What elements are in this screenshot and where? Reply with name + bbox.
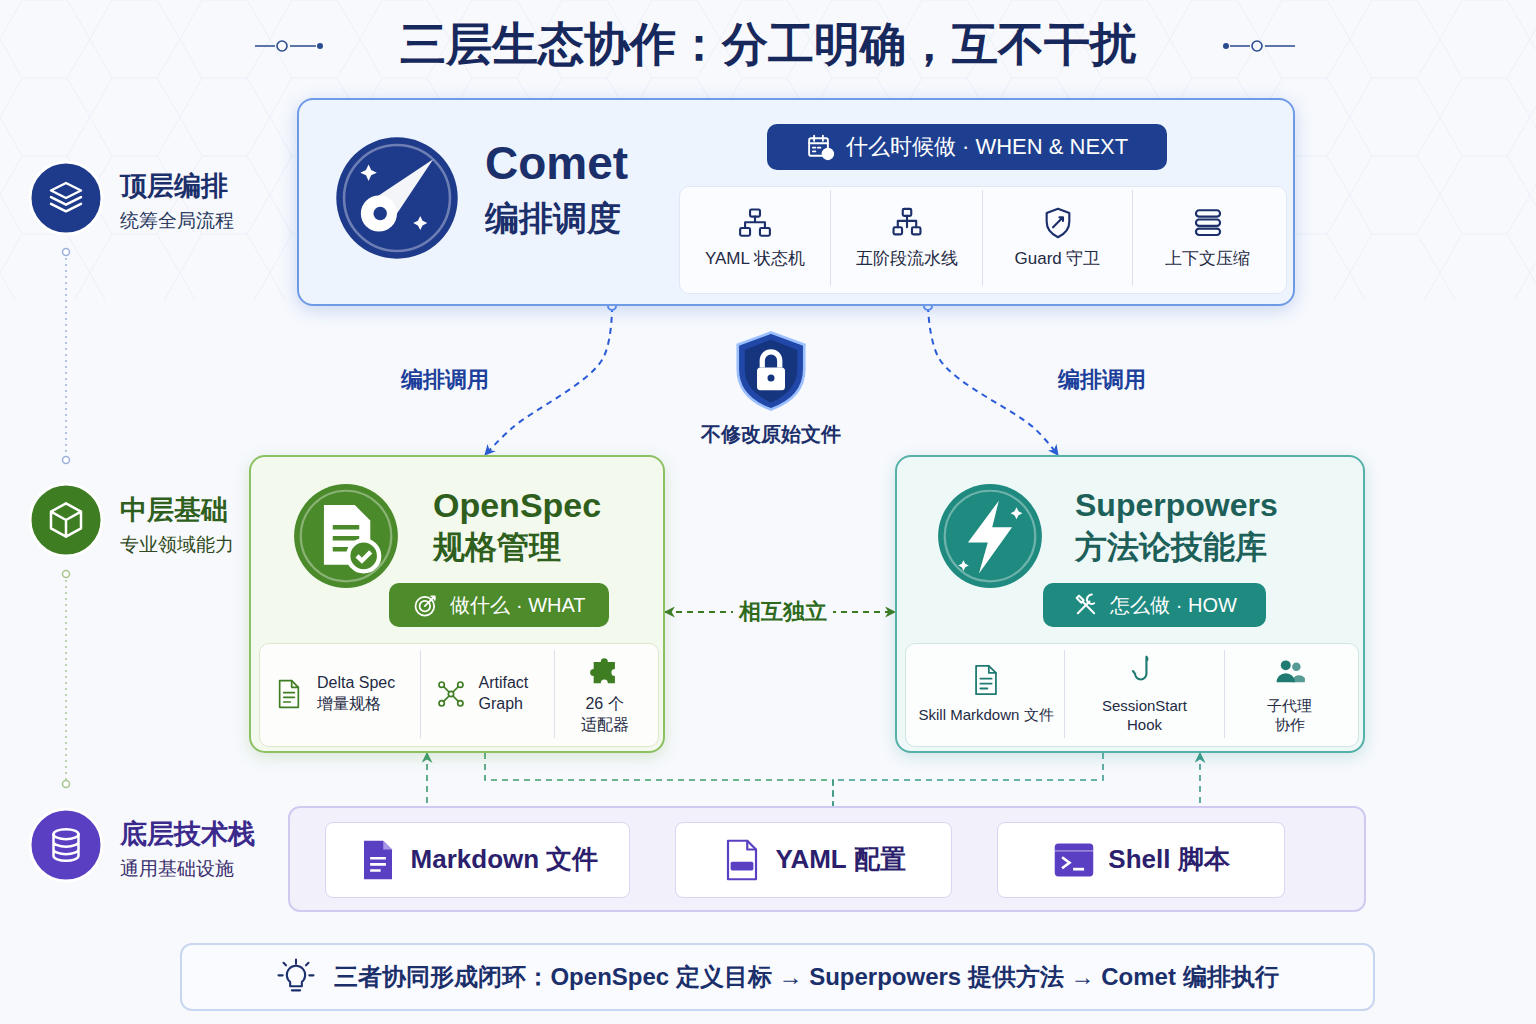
- node-icon: [588, 652, 622, 686]
- node-icon: [729, 329, 813, 413]
- feature-item: 上下文压缩: [1132, 190, 1282, 286]
- node-label: 不修改原始文件: [701, 421, 841, 447]
- puzzle-icon: [588, 652, 622, 686]
- what-pill: 做什么 · WHAT: [389, 583, 609, 627]
- edge-label: 编排调用: [1052, 365, 1152, 395]
- layer-subtitle: 通用基础设施: [120, 856, 234, 882]
- doc-icon: [273, 678, 305, 710]
- bolt-icon: [937, 483, 1043, 589]
- feature-item: Delta Spec 增量规格: [262, 650, 420, 738]
- layer-title: 顶层编排: [120, 168, 228, 204]
- node-label: Delta Spec 增量规格: [317, 673, 409, 715]
- node-label: Shell 脚本: [1108, 843, 1229, 877]
- how-pill: 怎么做 · HOW: [1043, 583, 1266, 627]
- node-label: YAML 配置: [775, 843, 905, 877]
- panel-subtitle: 编排调度: [485, 196, 621, 240]
- node-icon: [890, 206, 924, 240]
- spec-panel: OpenSpec规格管理做什么 · WHAT Delta Spec 增量规格 Art…: [249, 455, 665, 753]
- tech-box: Markdown 文件: [325, 822, 630, 898]
- feature-item: Guard 守卫: [982, 190, 1132, 286]
- bulb-icon: [276, 957, 316, 997]
- layer-subtitle: 统筹全局流程: [120, 208, 234, 234]
- skills-panel: Superpowers方法论技能库怎么做 · HOW Skill Markdown…: [895, 455, 1365, 753]
- doc-icon: [969, 663, 1003, 697]
- node-icon: [412, 591, 440, 619]
- node-icon: [273, 678, 305, 710]
- node-icon: [1072, 591, 1100, 619]
- node-icon: [293, 483, 399, 589]
- tech-box: Shell 脚本: [997, 822, 1285, 898]
- panel-title: OpenSpec: [433, 483, 601, 527]
- layer-title: 中层基础: [120, 492, 228, 528]
- node-icon: [1191, 206, 1225, 240]
- node-label: Skill Markdown 文件: [918, 705, 1053, 725]
- feature-item: YAML 状态机: [680, 190, 830, 286]
- mdfile-icon: [357, 839, 399, 881]
- node-label: Guard 守卫: [1015, 248, 1101, 270]
- feature-item: 子代理 协作: [1224, 650, 1354, 738]
- node-label: 五阶段流水线: [856, 248, 958, 270]
- stack-icon: [1191, 206, 1225, 240]
- feature-band: [679, 186, 1287, 294]
- node-label: 怎么做 · HOW: [1110, 592, 1237, 618]
- node-icon: [969, 663, 1003, 697]
- orchestrator-panel: Comet编排调度 什么时候做 · WHEN & NEXT YAML 状态机 五阶段流…: [297, 98, 1295, 306]
- tech-box: YAML 配置: [675, 822, 952, 898]
- node-icon: [1041, 206, 1075, 240]
- diagram-title: 三层生态协作：分工明确，互不干扰: [0, 14, 1536, 76]
- node-icon: [435, 678, 467, 710]
- flow-icon: [738, 206, 772, 240]
- node-label: Artifact Graph: [479, 673, 541, 715]
- doccheck-icon: [293, 483, 399, 589]
- when-pill: 什么时候做 · WHEN & NEXT: [767, 124, 1167, 170]
- calendar-icon: [806, 132, 836, 162]
- node-icon: [721, 839, 763, 881]
- node-label: 什么时候做 · WHEN & NEXT: [846, 133, 1128, 162]
- hook-icon: [1128, 654, 1162, 688]
- edge-label: 编排调用: [395, 365, 495, 395]
- guard-badge: 不修改原始文件: [676, 326, 866, 450]
- node-icon: [806, 132, 836, 162]
- caption-box: 三者协同形成闭环：OpenSpec 定义目标 → Superpowers 提供方…: [180, 943, 1375, 1011]
- node-label: 子代理 协作: [1264, 696, 1316, 735]
- node-icon: [1273, 654, 1307, 688]
- layer-subtitle: 专业领域能力: [120, 532, 234, 558]
- connector: [485, 306, 612, 455]
- caption-text: 三者协同形成闭环：OpenSpec 定义目标 → Superpowers 提供方…: [334, 961, 1278, 993]
- node-icon: [1052, 838, 1096, 882]
- feature-item: Artifact Graph: [420, 650, 554, 738]
- node-label: SessionStart Hook: [1090, 696, 1200, 735]
- comet-icon: [335, 136, 459, 260]
- panel-subtitle: 规格管理: [433, 527, 561, 569]
- node-label: 做什么 · WHAT: [450, 592, 585, 618]
- node-icon: [357, 839, 399, 881]
- panel-title: Superpowers: [1075, 485, 1278, 527]
- node-icon: [1128, 654, 1162, 688]
- node-icon: [335, 136, 459, 260]
- tools-icon: [1072, 591, 1100, 619]
- edge-label: 相互独立: [733, 597, 833, 627]
- node-icon: [738, 206, 772, 240]
- connector: [928, 306, 1058, 455]
- node-label: Markdown 文件: [411, 843, 599, 877]
- panel-subtitle: 方法论技能库: [1075, 527, 1267, 569]
- flow2-icon: [890, 206, 924, 240]
- shield-icon: [1041, 206, 1075, 240]
- term-icon: [1052, 838, 1096, 882]
- feature-item: 26 个 适配器: [554, 650, 654, 738]
- shieldlock-icon: [729, 329, 813, 413]
- target-icon: [412, 591, 440, 619]
- panel-title: Comet: [485, 134, 628, 194]
- yamlfile-icon: [721, 839, 763, 881]
- graph-icon: [435, 678, 467, 710]
- node-icon: [937, 483, 1043, 589]
- node-label: 26 个 适配器: [577, 694, 633, 736]
- node-label: YAML 状态机: [705, 248, 805, 270]
- node-label: 上下文压缩: [1165, 248, 1250, 270]
- people-icon: [1273, 654, 1307, 688]
- feature-item: Skill Markdown 文件: [908, 650, 1064, 738]
- layer-title: 底层技术栈: [120, 816, 255, 852]
- feature-item: 五阶段流水线: [830, 190, 982, 286]
- feature-item: SessionStart Hook: [1064, 650, 1224, 738]
